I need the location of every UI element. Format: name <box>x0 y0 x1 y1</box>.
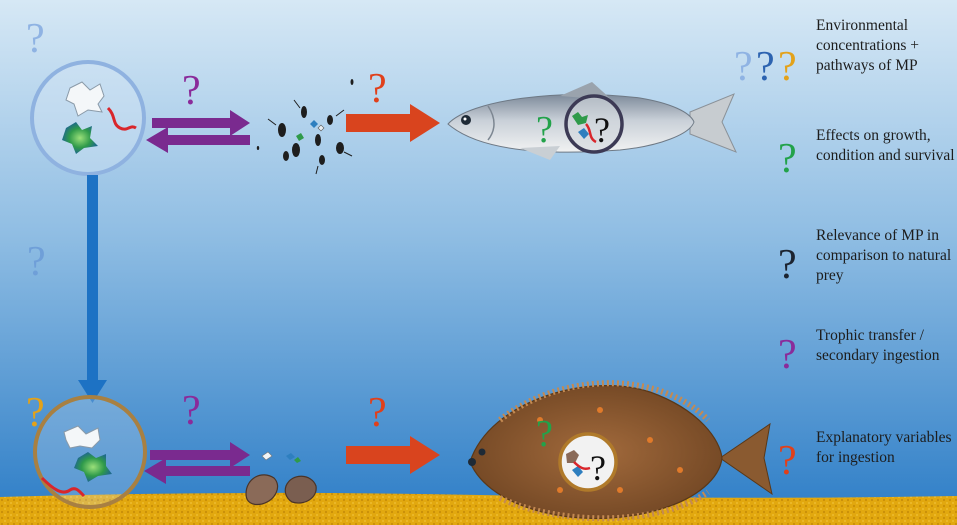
green-fragment-icon-bottom <box>74 452 112 482</box>
red-arrow-top <box>346 104 440 142</box>
question-mark-blue-mid: ? <box>27 239 46 285</box>
svg-text:?: ? <box>734 44 753 90</box>
legend-text-explanatory: Explanatory variables for ingestion <box>816 429 952 466</box>
svg-text:?: ? <box>590 448 606 488</box>
legend-icon-black-question: ? <box>778 242 797 288</box>
legend-text-trophic-transfer: Trophic transfer / secondary ingestion <box>816 327 940 364</box>
question-mark-red-top: ? <box>368 66 387 112</box>
green-fragment-icon <box>62 122 98 154</box>
svg-text:?: ? <box>778 44 797 90</box>
zooplankton-cluster <box>256 79 354 175</box>
white-fragment-icon <box>65 81 105 117</box>
blue-down-arrow-shaft <box>87 175 98 383</box>
legend-icon-red-question: ? <box>778 438 797 484</box>
herring-stomach-circle: ? <box>564 94 624 154</box>
benthic-mp-circle <box>33 395 147 509</box>
purple-double-arrow-bottom <box>144 442 250 484</box>
legend-icon-green-question: ? <box>778 136 797 182</box>
white-fragment-icon-bottom <box>63 425 101 449</box>
legend-text-environmental: Environmental concentrations + pathways … <box>816 17 919 74</box>
purple-double-arrow-top <box>146 110 250 153</box>
bivalves-and-particles <box>245 451 317 506</box>
question-mark-purple-top: ? <box>182 68 201 114</box>
question-mark-orange-bottom: ? <box>26 390 45 436</box>
red-arrow-bottom <box>346 436 440 474</box>
question-mark-green-flounder: ? <box>536 413 553 455</box>
legend-text-relevance: Relevance of MP in comparison to natural… <box>816 227 952 284</box>
sand-seafloor <box>0 492 957 525</box>
flounder-stomach-circle: ? <box>558 432 618 492</box>
svg-text:?: ? <box>594 110 610 150</box>
question-mark-red-bottom: ? <box>368 390 387 436</box>
svg-text:?: ? <box>756 44 775 90</box>
legend-icon-purple-question: ? <box>778 332 797 378</box>
legend-icon-three-question-marks: ? ? ? <box>734 44 797 90</box>
legend-text-effects: Effects on growth, condition and surviva… <box>816 127 955 164</box>
pelagic-mp-circle <box>30 60 146 176</box>
question-mark-purple-bottom: ? <box>182 388 201 434</box>
blue-down-arrow-head <box>78 380 107 403</box>
question-mark-green-herring: ? <box>536 109 553 151</box>
red-fiber-icon-bottom <box>40 476 86 498</box>
question-mark-blue-top: ? <box>26 16 45 62</box>
red-fiber-icon <box>106 106 137 131</box>
